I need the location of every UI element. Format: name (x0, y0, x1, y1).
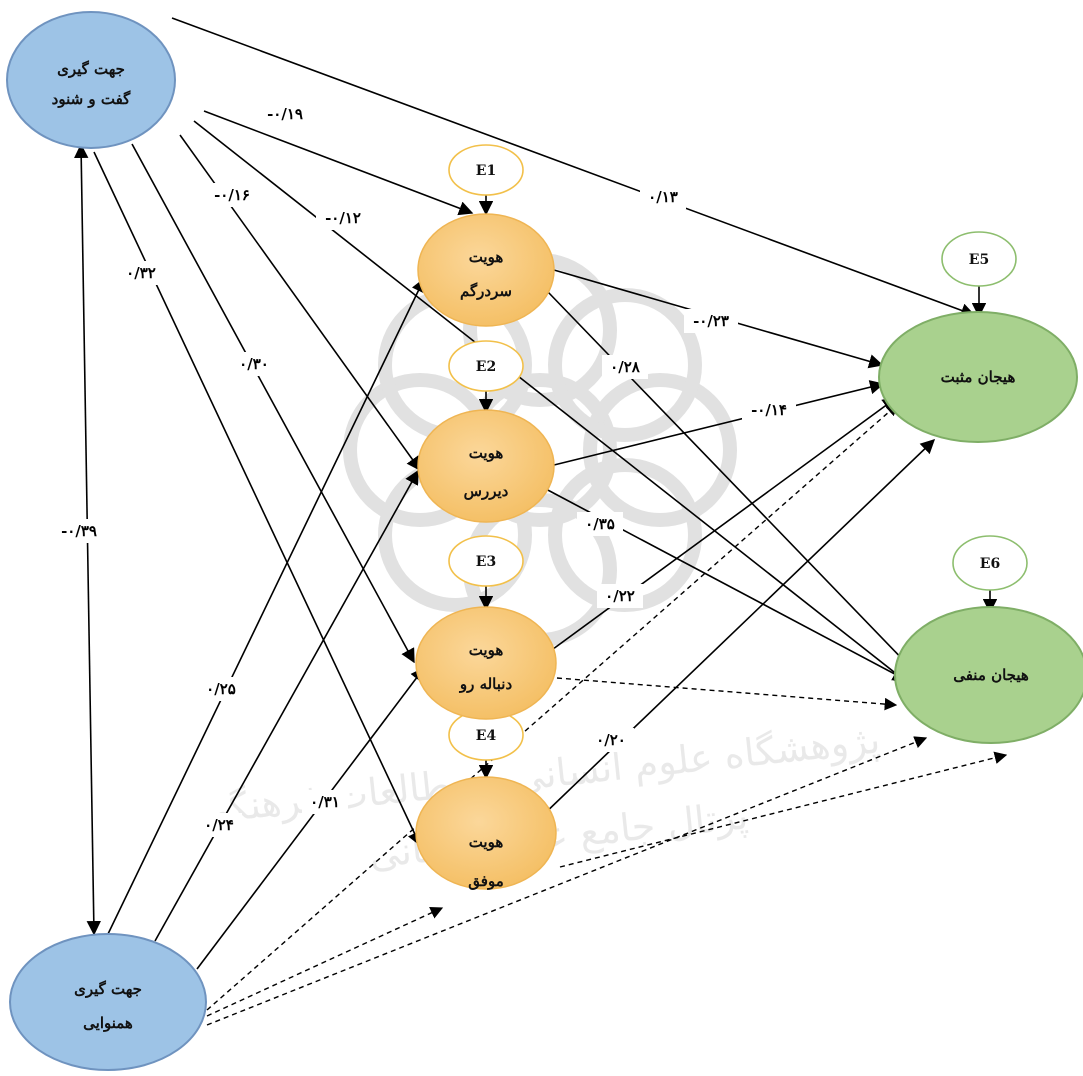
error-e1-label: E1 (476, 163, 496, 179)
coef-diffuse-negative: ۰/۲۸ (610, 358, 641, 376)
error-e2-label: E2 (476, 359, 496, 375)
coef-disc-positive: ۰/۱۳ (648, 188, 678, 206)
node-moratorium-identity: هویت دیررس (417, 409, 555, 523)
coef-diffuse-positive: -۰/۲۳ (693, 312, 729, 330)
path-disc-to-positive (171, 17, 976, 318)
node-achieved-identity: هویت موفق (415, 776, 557, 890)
coef-conf-moratorium: ۰/۲۴ (204, 816, 234, 834)
error-e5 (941, 231, 1017, 287)
node-conf-orientation: جهت گیری همنوایی (9, 933, 207, 1071)
path-foreclosure-to-positive (548, 397, 898, 653)
coef-moratorium-positive: -۰/۱۴ (751, 401, 787, 419)
error-e6-label: E6 (980, 556, 1000, 572)
path-disc-to-diffuse (203, 110, 474, 216)
diffuse-identity-line1: هویت (469, 248, 504, 266)
path-conf-to-foreclosure (196, 666, 425, 970)
foreclosure-identity-line1: هویت (469, 641, 504, 659)
conf-orientation-line2: همنوایی (83, 1014, 133, 1032)
node-negative-emotion: هیجان منفی (894, 606, 1083, 744)
path-foreclosure-to-negative-dashed (556, 677, 898, 711)
path-diffuse-to-negative (547, 291, 912, 669)
coef-conf-diffuse: ۰/۲۵ (206, 680, 236, 698)
error-e3 (448, 535, 524, 587)
diffuse-identity-line2: سردرگم (460, 282, 512, 300)
conf-orientation-line1: جهت گیری (74, 980, 142, 998)
coef-foreclosure-positive: ۰/۲۲ (605, 587, 635, 605)
foreclosure-identity-line2: دنباله رو (459, 675, 513, 693)
positive-emotion-label: هیجان مثبت (941, 368, 1016, 386)
path-moratorium-to-positive (553, 380, 885, 466)
coef-moratorium-negative: ۰/۳۵ (585, 515, 615, 533)
path-disc-to-negative (193, 120, 910, 684)
achieved-identity-line1: هویت (469, 833, 504, 851)
moratorium-identity-line1: هویت (469, 444, 504, 462)
path-achieved-to-positive (539, 439, 936, 819)
coef-disc-moratorium: -۰/۱۶ (214, 186, 250, 204)
path-conf-to-positive-dashed (206, 403, 899, 1011)
path-conf-to-achieved-dashed (206, 907, 444, 1017)
negative-emotion-label: هیجان منفی (953, 666, 1029, 684)
coefficients: -۰/۱۹ ۰/۱۳ -۰/۱۶ -۰/۱۲ ۰/۳۲ ۰/۳۰ -۰/۲۳ ۰… (52, 102, 796, 837)
path-disc-to-foreclosure (131, 143, 415, 664)
error-e5-label: E5 (969, 252, 989, 268)
path-conf-to-diffuse (107, 277, 425, 935)
dashed-paths (206, 403, 1008, 1026)
coef-achieved-positive: ۰/۲۰ (596, 731, 626, 749)
node-diffuse-identity: هویت سردرگم (417, 213, 555, 327)
error-e6 (952, 535, 1028, 591)
error-e2 (448, 340, 524, 392)
node-disc-orientation: جهت گیری گفت و شنود (6, 11, 176, 149)
path-conf-to-moratorium (154, 469, 419, 942)
node-positive-emotion: هیجان مثبت (878, 311, 1078, 443)
achieved-identity-line2: موفق (468, 872, 503, 890)
watermark: پژوهشگاه علوم انسانی و مطالعات فرهنگی پر… (195, 253, 882, 878)
error-e3-label: E3 (476, 554, 496, 570)
error-terms: E1 E2 E3 E4 E5 E6 (448, 144, 1028, 761)
error-e4-label: E4 (476, 728, 497, 744)
path-conf-to-negative-dashed (206, 736, 928, 1026)
moratorium-identity-line2: دیررس (464, 482, 509, 500)
coef-disc-diffuse: -۰/۱۹ (267, 105, 303, 123)
path-achieved-to-negative-dashed (559, 751, 1008, 868)
node-foreclosure-identity: هویت دنباله رو (415, 606, 557, 720)
disc-orientation-line2: گفت و شنود (52, 90, 132, 108)
coef-disc-foreclosure: ۰/۳۰ (239, 355, 269, 373)
coef-disc-negative: -۰/۱۲ (325, 209, 361, 227)
disc-orientation-line1: جهت گیری (57, 60, 125, 78)
coef-disc-conf: -۰/۳۹ (61, 522, 97, 540)
coef-disc-achieved: ۰/۳۲ (126, 264, 156, 282)
coef-conf-foreclosure: ۰/۳۱ (310, 793, 340, 811)
error-e1 (448, 144, 524, 196)
